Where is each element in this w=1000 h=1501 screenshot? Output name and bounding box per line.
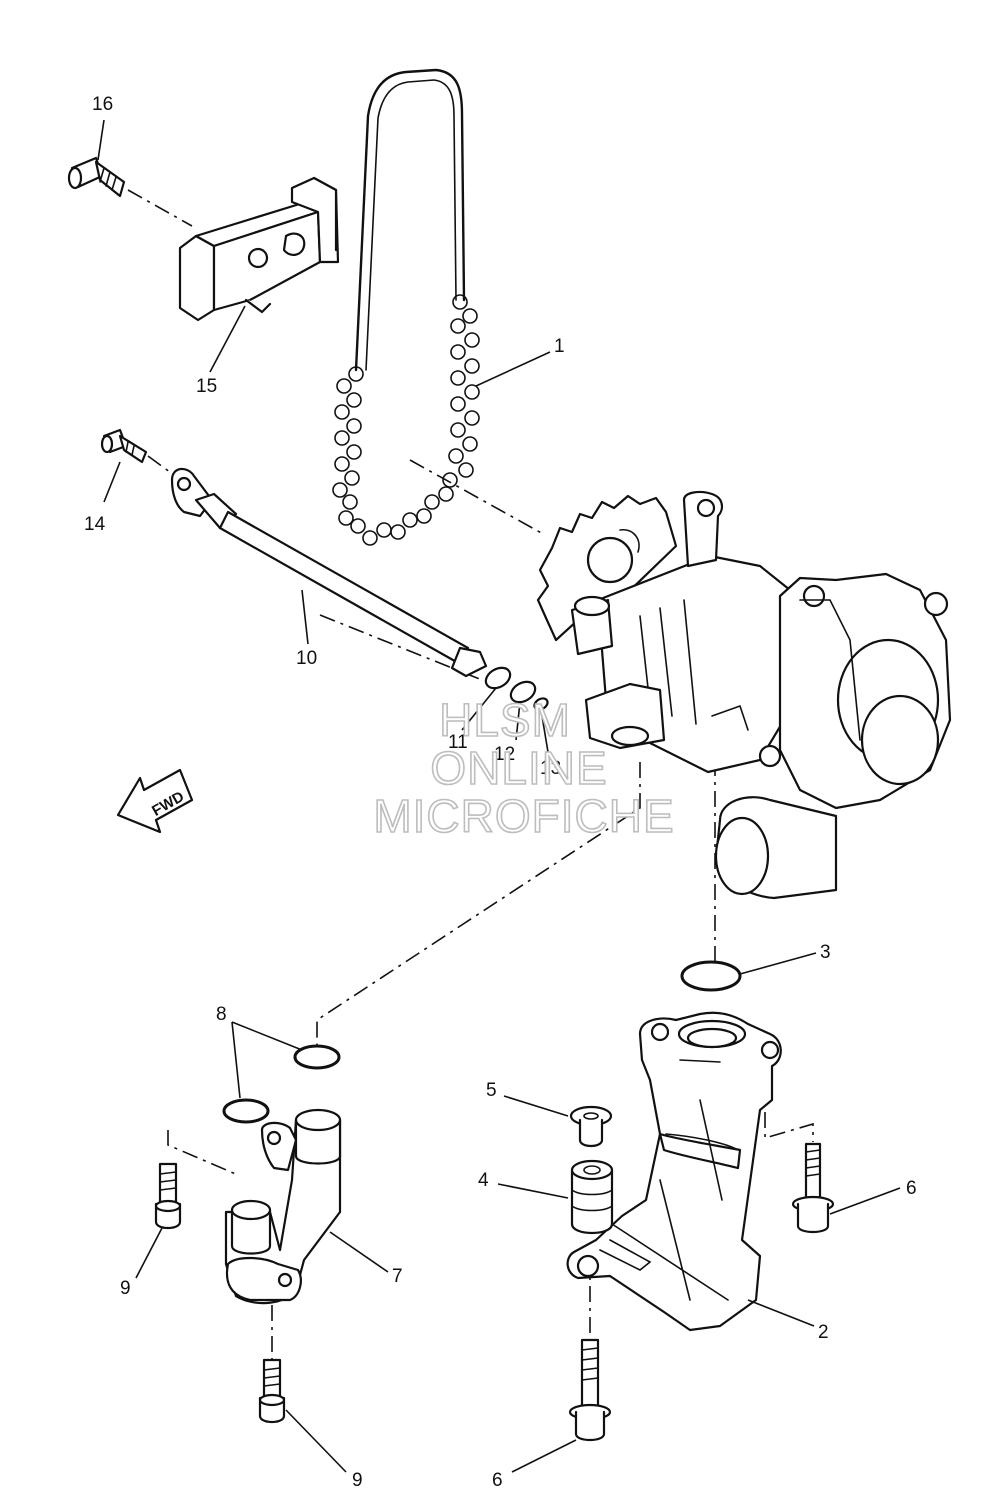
watermark: HLSM ONLINE MICROFICHE [373,693,675,843]
callout-3: 3 [820,942,831,963]
part-9-bolt-upper[interactable] [154,1162,182,1230]
callout-6-lower: 6 [492,1470,503,1491]
watermark-line-2: ONLINE [430,742,607,794]
callout-13: 13 [540,758,561,779]
fwd-direction-arrow: FWD [116,768,194,834]
part-11-o-ring[interactable] [482,664,514,693]
callout-11: 11 [448,732,468,753]
part-4-damper[interactable] [570,1159,614,1235]
part-7-oil-pipe[interactable] [224,1108,342,1305]
watermark-line-3: MICROFICHE [373,790,674,842]
part-6-bolt-lower[interactable] [568,1338,612,1442]
part-2-oil-strainer[interactable] [566,1011,782,1332]
part-5-collar[interactable] [569,1105,613,1148]
callout-labels: 16 15 1 14 10 11 12 13 3 8 5 4 6 9 7 2 6… [84,94,917,1491]
part-12-o-ring[interactable] [507,678,539,707]
callout-9-lower: 9 [352,1470,363,1491]
part-8-o-ring-upper[interactable] [293,1044,341,1070]
callout-9-upper: 9 [120,1278,131,1299]
part-13-o-ring[interactable] [532,696,549,712]
part-16-bolt[interactable] [67,156,126,198]
part-3-o-ring[interactable] [680,960,742,992]
callout-16: 16 [92,94,113,115]
callout-8: 8 [216,1004,227,1025]
callout-5: 5 [486,1080,497,1101]
callout-7: 7 [392,1266,403,1287]
callout-14: 14 [84,514,106,535]
part-8-o-ring-lower[interactable] [222,1098,270,1124]
chain-links [332,294,480,546]
part-10-oil-pipe[interactable] [170,467,488,678]
callout-12: 12 [494,744,515,765]
watermark-line-1: HLSM [439,694,571,746]
callout-4: 4 [478,1170,489,1191]
leader-lines [97,119,901,1473]
callout-10: 10 [296,648,317,669]
part-1-chain[interactable] [332,68,480,546]
callout-15: 15 [196,376,217,397]
callout-6-upper: 6 [906,1178,917,1199]
part-9-bolt-lower[interactable] [258,1358,286,1424]
part-14-bolt[interactable] [100,428,148,464]
part-6-bolt-upper[interactable] [791,1142,835,1234]
part-15-guide-bracket[interactable] [178,176,340,322]
oil-pump-assembly[interactable] [536,490,952,900]
callout-2: 2 [818,1322,829,1343]
callout-1: 1 [554,336,565,357]
